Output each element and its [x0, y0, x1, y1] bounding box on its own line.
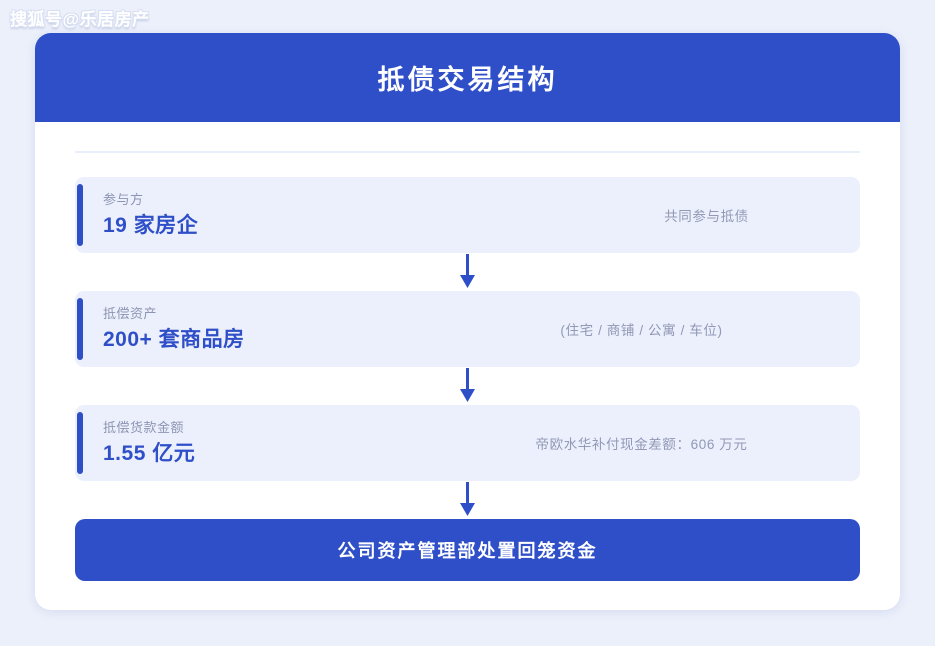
flow-diagram: 参与方 19 家房企 共同参与抵债 抵偿资产 200+ 套商品房 (住宅 / 商…	[75, 177, 860, 581]
flow-step-note: (住宅 / 商铺 / 公寓 / 车位)	[560, 323, 723, 338]
flow-step-label: 参与方	[103, 191, 144, 207]
flow-step-value: 19 家房企	[103, 214, 199, 238]
card-header: 抵债交易结构	[35, 33, 900, 122]
flow-step-label: 抵偿资产	[103, 305, 158, 321]
flow-step-note: 帝欧水华补付现金差额：606 万元	[535, 437, 748, 452]
header-divider	[75, 151, 860, 153]
down-arrow-icon	[75, 481, 860, 519]
accent-bar	[77, 412, 83, 474]
page-title: 抵债交易结构	[377, 65, 558, 95]
accent-bar	[77, 298, 83, 360]
flow-result-label: 公司资产管理部处置回笼资金	[337, 541, 598, 561]
flow-step-value: 200+ 套商品房	[103, 328, 245, 352]
flow-step-text: 抵偿资产 200+ 套商品房	[75, 304, 433, 355]
flow-step-label: 抵偿货款金额	[103, 419, 185, 435]
flow-step-assets: 抵偿资产 200+ 套商品房 (住宅 / 商铺 / 公寓 / 车位)	[75, 291, 860, 367]
flow-step-value: 1.55 亿元	[103, 442, 196, 466]
card-body: 参与方 19 家房企 共同参与抵债 抵偿资产 200+ 套商品房 (住宅 / 商…	[35, 122, 900, 610]
flow-step-amount: 抵偿货款金额 1.55 亿元 帝欧水华补付现金差额：606 万元	[75, 405, 860, 481]
accent-bar	[77, 184, 83, 246]
flow-result-bar: 公司资产管理部处置回笼资金	[75, 519, 860, 581]
down-arrow-icon	[75, 367, 860, 405]
watermark-text: 搜狐号@乐居房产	[10, 10, 150, 29]
down-arrow-icon	[75, 253, 860, 291]
flow-step-text: 参与方 19 家房企	[75, 190, 433, 241]
flow-step-note: 共同参与抵债	[664, 209, 749, 224]
infographic-card: 抵债交易结构 参与方 19 家房企 共同参与抵债	[35, 33, 900, 610]
flow-step-participants: 参与方 19 家房企 共同参与抵债	[75, 177, 860, 253]
flow-step-text: 抵偿货款金额 1.55 亿元	[75, 418, 433, 469]
